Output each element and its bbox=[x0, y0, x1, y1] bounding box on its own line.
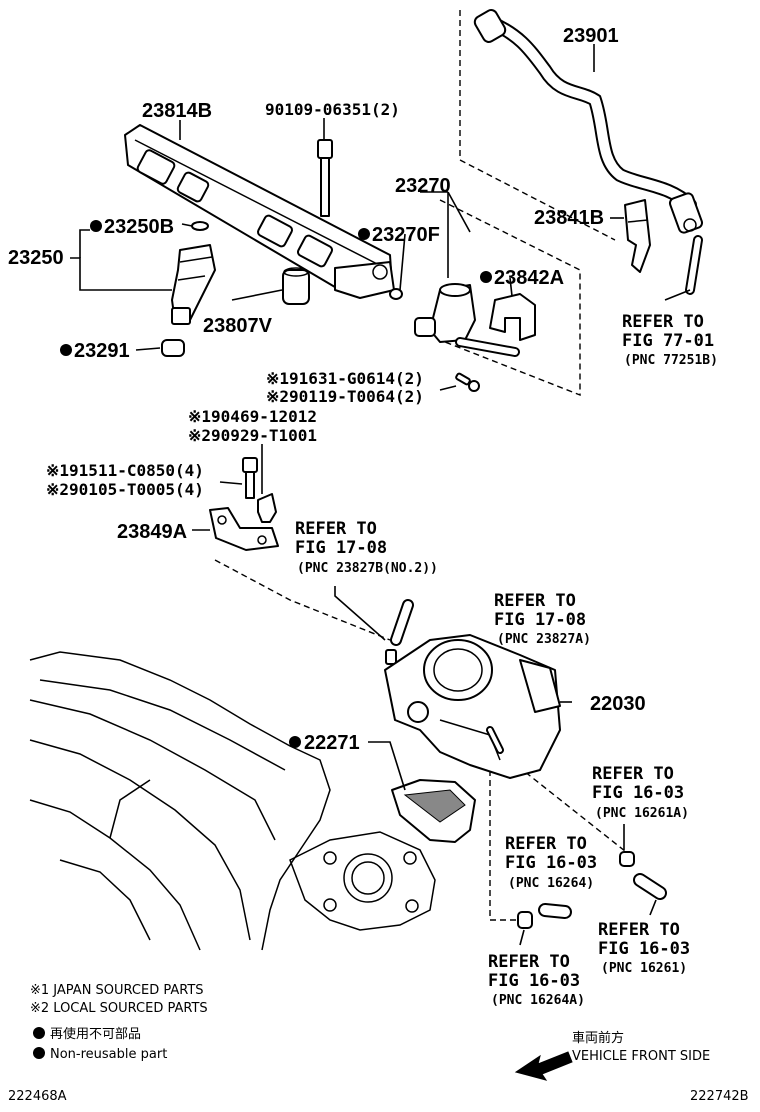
svg-text:(PNC 16261A): (PNC 16261A) bbox=[595, 806, 689, 821]
insulator-23807V bbox=[282, 267, 310, 305]
legend: ※1 JAPAN SOURCED PARTS ※2 LOCAL SOURCED … bbox=[30, 983, 208, 1062]
svg-text:(PNC 16261): (PNC 16261) bbox=[601, 961, 687, 976]
label-22030: 22030 bbox=[590, 693, 646, 715]
label-23901: 23901 bbox=[563, 25, 619, 47]
clamp-23842A bbox=[489, 293, 536, 341]
refer-to-17-08: REFER TO FIG 17-08 (PNC 23827A) bbox=[494, 591, 591, 647]
svg-text:(PNC 16264): (PNC 16264) bbox=[508, 876, 594, 891]
bolt-91631 bbox=[455, 372, 480, 392]
svg-text:(PNC 23827B(NO.2)): (PNC 23827B(NO.2)) bbox=[297, 561, 438, 576]
nonreusable-bullet-icon bbox=[289, 736, 301, 748]
refer-to-16-03-16264: REFER TO FIG 16-03 (PNC 16264) bbox=[505, 834, 597, 891]
vehicle-front-indicator: 車両前方 VEHICLE FRONT SIDE bbox=[514, 1030, 710, 1081]
legend-nonreuse-jp: 再使用不可部品 bbox=[50, 1026, 141, 1042]
svg-text:FIG 17-08: FIG 17-08 bbox=[295, 538, 387, 558]
label-91511: ※191511-C0850(4) bbox=[46, 461, 204, 480]
seal-23291 bbox=[161, 339, 185, 357]
front-arrow-icon bbox=[514, 1051, 573, 1081]
clip-90469 bbox=[257, 493, 277, 523]
refer-to-16-03-16261: REFER TO FIG 16-03 (PNC 16261) bbox=[598, 920, 690, 976]
label-23291: 23291 bbox=[74, 340, 130, 362]
label-23250: 23250 bbox=[8, 247, 64, 269]
svg-text:REFER TO: REFER TO bbox=[592, 764, 674, 784]
svg-text:FIG 16-03: FIG 16-03 bbox=[505, 853, 597, 873]
svg-text:FIG 16-03: FIG 16-03 bbox=[598, 939, 690, 959]
oring-23250B bbox=[191, 221, 209, 231]
leader-lines bbox=[70, 44, 691, 946]
fuel-rail-23814B bbox=[124, 124, 395, 299]
injector-23250 bbox=[171, 244, 216, 325]
label-23842A: 23842A bbox=[494, 267, 564, 289]
svg-text:REFER TO: REFER TO bbox=[622, 312, 704, 332]
label-91631: ※191631-G0614(2) bbox=[266, 369, 424, 388]
hose-stub-17-08 bbox=[385, 599, 414, 665]
label-23841B: 23841B bbox=[534, 207, 604, 229]
svg-text:(PNC 16264A): (PNC 16264A) bbox=[491, 993, 585, 1008]
gasket-22271 bbox=[391, 779, 476, 843]
throttle-body-22030 bbox=[384, 634, 561, 779]
label-23270: 23270 bbox=[395, 175, 451, 197]
dashed-guide-lines bbox=[214, 10, 631, 921]
part-labels: 23901 23814B 90109-06351(2) 23270 23250B… bbox=[8, 25, 646, 754]
svg-text:(PNC 23827A): (PNC 23827A) bbox=[497, 632, 591, 647]
nonreusable-bullet-icon bbox=[358, 228, 370, 240]
legend-japan: ※1 JAPAN SOURCED PARTS bbox=[30, 983, 204, 998]
nonreusable-bullet-icon bbox=[60, 344, 72, 356]
nonreusable-bullet-icon bbox=[90, 220, 102, 232]
footer-code-left: 222468A bbox=[8, 1089, 67, 1104]
label-90105: ※290105-T0005(4) bbox=[46, 480, 204, 499]
legend-local: ※2 LOCAL SOURCED PARTS bbox=[30, 1001, 208, 1016]
front-jp: 車両前方 bbox=[572, 1030, 624, 1046]
refer-to-77-01: REFER TO FIG 77-01 (PNC 77251B) bbox=[622, 312, 718, 368]
svg-text:REFER TO: REFER TO bbox=[598, 920, 680, 940]
legend-nonreuse-en: Non-reusable part bbox=[50, 1047, 167, 1062]
refer-to-17-08-no2: REFER TO FIG 17-08 (PNC 23827B(NO.2)) bbox=[295, 519, 438, 576]
svg-text:REFER TO: REFER TO bbox=[488, 952, 570, 972]
pipe-stub-77-01 bbox=[685, 235, 703, 295]
label-23807V: 23807V bbox=[203, 315, 273, 337]
svg-text:(PNC 77251B): (PNC 77251B) bbox=[624, 353, 718, 368]
clip-23841B bbox=[624, 199, 651, 273]
front-en: VEHICLE FRONT SIDE bbox=[572, 1049, 710, 1064]
nonreusable-bullet-icon bbox=[480, 271, 492, 283]
refer-to-16-03-16261A: REFER TO FIG 16-03 (PNC 16261A) bbox=[592, 764, 689, 821]
label-22271: 22271 bbox=[304, 732, 360, 754]
label-23849A: 23849A bbox=[117, 521, 187, 543]
svg-text:REFER TO: REFER TO bbox=[505, 834, 587, 854]
footer-code-right: 222742B bbox=[690, 1089, 749, 1104]
oring-23270F bbox=[389, 288, 403, 300]
label-23250B: 23250B bbox=[104, 216, 174, 238]
svg-text:REFER TO: REFER TO bbox=[295, 519, 377, 539]
bracket-23849A bbox=[209, 507, 279, 551]
bolt-91511 bbox=[242, 457, 258, 499]
pulsation-damper-23270 bbox=[414, 283, 520, 357]
nonreusable-bullet-icon bbox=[33, 1027, 45, 1039]
label-90119: ※290119-T0064(2) bbox=[266, 387, 424, 406]
label-23270F: 23270F bbox=[372, 224, 440, 246]
svg-text:FIG 17-08: FIG 17-08 bbox=[494, 610, 586, 630]
intake-manifold-drawing bbox=[29, 651, 436, 951]
svg-text:FIG 77-01: FIG 77-01 bbox=[622, 331, 714, 351]
svg-text:FIG 16-03: FIG 16-03 bbox=[592, 783, 684, 803]
fuel-hose-23901 bbox=[473, 9, 704, 234]
label-23814B: 23814B bbox=[142, 100, 212, 122]
label-90109: 90109-06351(2) bbox=[265, 100, 400, 119]
svg-text:FIG 16-03: FIG 16-03 bbox=[488, 971, 580, 991]
refer-to-16-03-16264A: REFER TO FIG 16-03 (PNC 16264A) bbox=[488, 952, 585, 1008]
bolt-90109 bbox=[317, 139, 333, 217]
label-90469: ※190469-12012 bbox=[188, 407, 317, 426]
label-90929: ※290929-T1001 bbox=[188, 426, 317, 445]
fittings-16-03 bbox=[517, 851, 667, 929]
svg-text:REFER TO: REFER TO bbox=[494, 591, 576, 611]
nonreusable-bullet-icon bbox=[33, 1047, 45, 1059]
